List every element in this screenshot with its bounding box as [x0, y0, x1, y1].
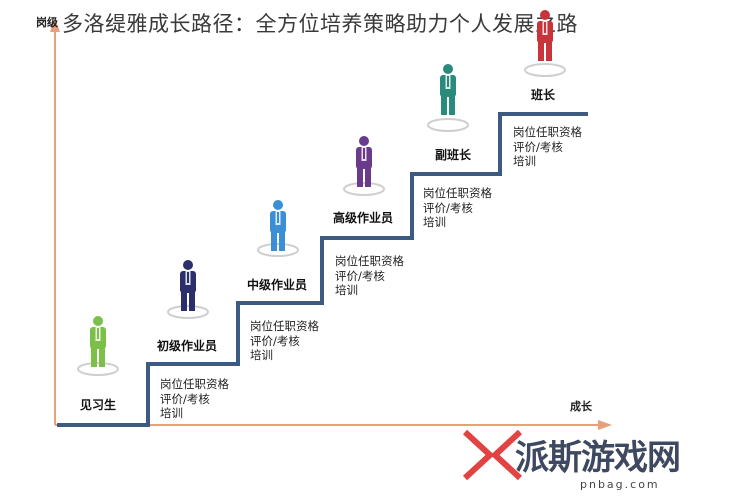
- step-label-leader: 班长: [531, 88, 556, 102]
- requirement-item: 评价/考核: [250, 333, 300, 348]
- requirement-block: 岗位任职资格 评价/考核 培训: [250, 319, 319, 363]
- y-axis-label: 岗级: [36, 16, 58, 29]
- requirement-item: 评价/考核: [160, 391, 210, 406]
- requirement-item: 岗位任职资格: [335, 254, 404, 268]
- requirement-block: 岗位任职资格 评价/考核 培训: [423, 186, 492, 230]
- requirement-item: 培训: [335, 283, 358, 297]
- person-figure-senior-icon: [356, 136, 372, 187]
- step-label-vice-leader: 副班长: [435, 148, 472, 162]
- requirement-block: 岗位任职资格 评价/考核 培训: [335, 254, 404, 298]
- person-figure-leader-icon: [537, 10, 553, 61]
- career-staircase: [57, 112, 588, 427]
- figure-shadows: [77, 63, 566, 376]
- requirement-item: 岗位任职资格: [250, 319, 319, 333]
- step-label-middle: 中级作业员: [247, 278, 308, 292]
- requirement-item: 评价/考核: [335, 268, 385, 283]
- requirement-item: 培训: [160, 406, 183, 420]
- watermark-logo-text: 派斯游戏网: [515, 438, 681, 478]
- shadow-trainee: [77, 362, 119, 376]
- watermark-logo-icon: [462, 429, 523, 481]
- requirement-item: 岗位任职资格: [160, 377, 229, 391]
- person-figure-middle-icon: [270, 200, 286, 251]
- step-label-junior: 初级作业员: [157, 339, 218, 353]
- x-axis-label: 成长: [570, 400, 592, 413]
- step-label-senior: 高级作业员: [333, 211, 394, 225]
- person-figure-vice-leader-icon: [440, 64, 456, 115]
- requirement-item: 培训: [513, 154, 536, 168]
- person-figure-trainee-icon: [90, 316, 106, 367]
- requirement-item: 培训: [423, 215, 446, 229]
- shadow-leader: [524, 63, 566, 77]
- shadow-vice-leader: [427, 118, 469, 132]
- shadow-middle: [257, 243, 299, 257]
- requirement-block: 岗位任职资格 评价/考核 培训: [160, 377, 229, 421]
- requirement-item: 岗位任职资格: [423, 186, 492, 200]
- y-axis-arrow: [50, 18, 60, 32]
- watermark-url: pnbag.com: [580, 478, 660, 491]
- person-figure-junior-icon: [180, 260, 196, 311]
- requirement-item: 岗位任职资格: [513, 125, 582, 139]
- shadow-junior: [167, 305, 209, 319]
- step-label-trainee: 见习生: [80, 398, 117, 412]
- page-title: 多洛缇雅成长路径：全方位培养策略助力个人发展之路: [62, 12, 578, 36]
- shadow-senior: [343, 182, 385, 196]
- requirement-block: 岗位任职资格 评价/考核 培训: [513, 125, 582, 169]
- requirement-item: 评价/考核: [423, 200, 473, 215]
- requirement-item: 评价/考核: [513, 139, 563, 154]
- requirement-item: 培训: [250, 348, 273, 362]
- x-axis-arrow: [598, 420, 612, 430]
